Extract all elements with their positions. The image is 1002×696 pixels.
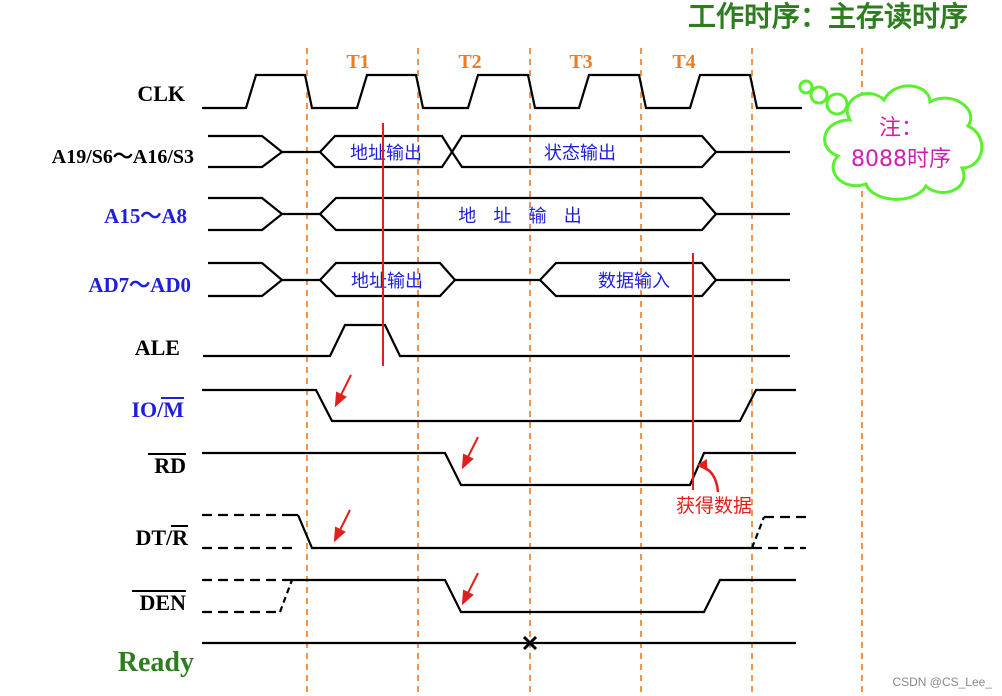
period-boundaries (306, 48, 863, 692)
rd-waveform (202, 451, 796, 487)
ready-sample-mark (522, 635, 538, 651)
period-label-t1: T1 (346, 51, 369, 73)
signal-label-dt-r: DT/R (135, 525, 189, 550)
bus-text-addr-out: 地址输出 (350, 143, 422, 164)
ale-waveform (203, 323, 790, 358)
period-label-t4: T4 (672, 51, 695, 73)
bus-addr-high (208, 196, 790, 232)
signal-label-addr-high: A15～A8 (104, 204, 187, 228)
arrow-icon (461, 436, 479, 470)
den-waveform (202, 578, 796, 614)
dt-r-waveform (202, 513, 806, 550)
bus-text-data-in: 数据输入 (598, 271, 670, 292)
signal-label-addr-data: AD7～AD0 (88, 273, 191, 297)
signal-label-den: DEN (140, 590, 187, 615)
arrow-icon (334, 374, 352, 408)
curved-arrow-head (697, 459, 707, 471)
bus-text-addr-out-spaced: 地 址 输 出 (458, 206, 582, 227)
bus-text-status-out: 状态输出 (544, 143, 616, 164)
bus-addr-status (208, 134, 790, 169)
period-label-t2: T2 (458, 51, 481, 73)
arrow-icon (333, 509, 351, 543)
period-label-t3: T3 (569, 51, 592, 73)
note-line-1: 注： (879, 116, 923, 141)
annotation-got-data: 获得数据 (676, 495, 752, 517)
io-m-waveform (202, 388, 796, 423)
signal-label-addr-status: A19/S6～A16/S3 (52, 146, 194, 168)
signal-label-ale: ALE (135, 335, 180, 360)
signal-label-rd: RD (154, 453, 186, 478)
arrow-icon (461, 572, 479, 606)
note-line-2: 8088时序 (851, 147, 951, 172)
edge-arrows (333, 374, 479, 606)
bus-text-addr-out-2: 地址输出 (351, 271, 423, 292)
signal-label-clk: CLK (137, 81, 185, 106)
watermark: CSDN @CS_Lee_ (892, 675, 992, 689)
page-title: 工作时序：主存读时序 (688, 0, 968, 33)
signal-label-io-m: IO/M (131, 397, 184, 422)
curved-arrow-icon (699, 464, 720, 493)
bus-addr-data (208, 261, 790, 298)
signal-label-ready: Ready (118, 647, 194, 678)
clk-waveform (202, 73, 802, 110)
note-cloud (798, 79, 984, 201)
